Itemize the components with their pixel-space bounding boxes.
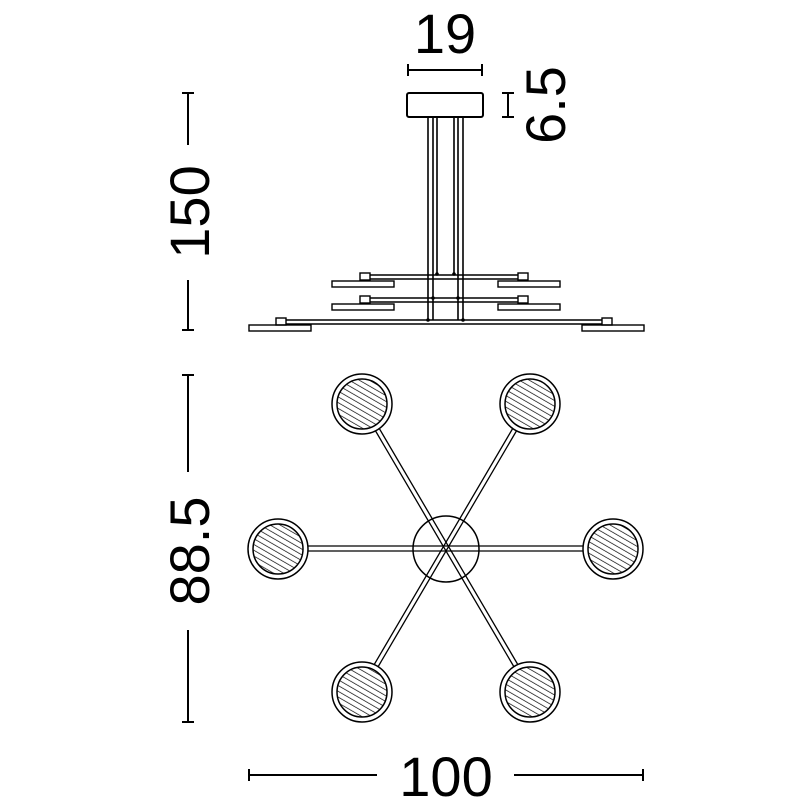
arms — [308, 427, 584, 673]
dimension-label-canopy-height: 6.5 — [514, 66, 577, 144]
center-hub — [412, 515, 480, 583]
light-disc — [499, 373, 561, 435]
dimension-depth: 88.5 — [158, 374, 221, 723]
suspension-wires — [427, 117, 464, 320]
dimension-label-width: 100 — [399, 745, 492, 804]
dimension-total-height: 150 — [158, 92, 221, 331]
dimension-width: 100 — [248, 745, 644, 804]
lower-arm-tier — [248, 317, 645, 332]
upper-arm-tier — [331, 272, 561, 288]
middle-arm-tier — [331, 295, 561, 311]
dimension-label-depth: 88.5 — [158, 497, 221, 606]
light-disc — [582, 518, 644, 580]
dimension-label-total-height: 150 — [158, 165, 221, 258]
light-disc — [499, 661, 561, 723]
light-disc — [331, 373, 393, 435]
light-disc — [331, 661, 393, 723]
top-view — [247, 373, 644, 723]
side-view — [248, 92, 645, 332]
light-disc — [247, 518, 309, 580]
canopy — [406, 92, 484, 118]
dimension-canopy-height: 6.5 — [502, 66, 577, 144]
dimension-label-canopy-width: 19 — [414, 2, 476, 65]
dimension-canopy-width: 19 — [407, 2, 483, 76]
